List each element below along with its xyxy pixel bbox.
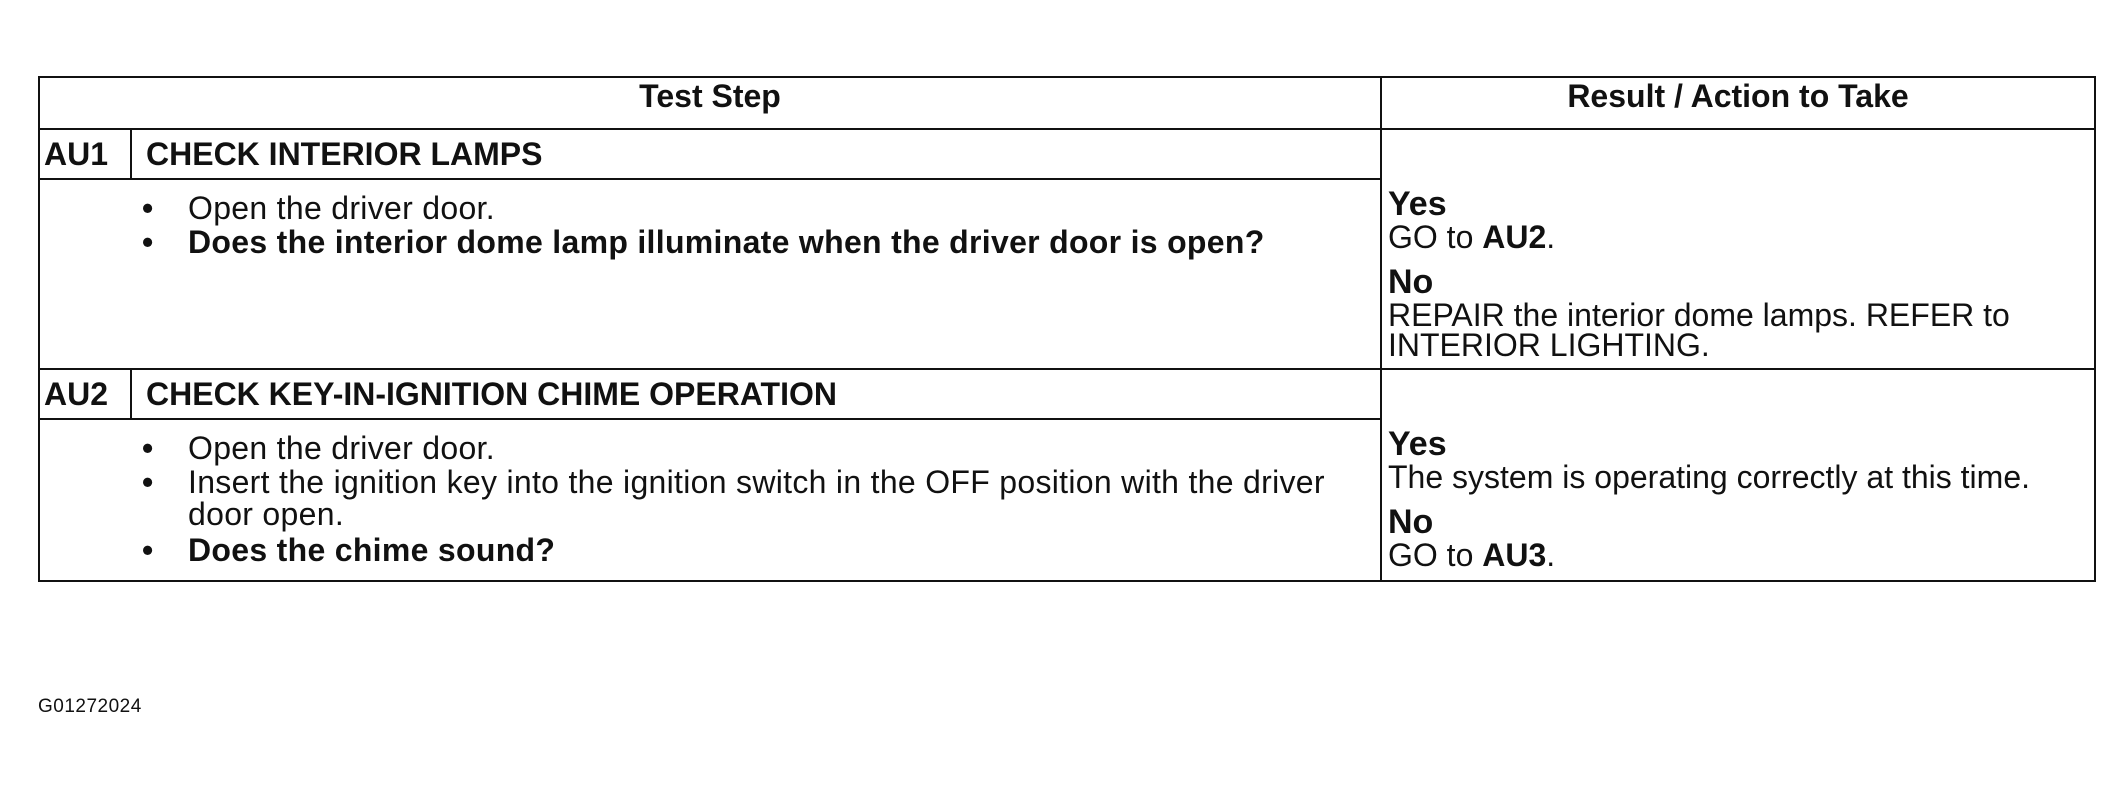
step-title-row-au1: AU1 CHECK INTERIOR LAMPS Yes GO to AU2. … bbox=[38, 128, 2096, 370]
yes-action-au2: The system is operating correctly at thi… bbox=[1388, 459, 2030, 495]
yes-label-au1: Yes bbox=[1388, 185, 1447, 223]
bullet-question: Does the chime sound? bbox=[140, 534, 1340, 566]
step-title-row-au2: AU2 CHECK KEY-IN-IGNITION CHIME OPERATIO… bbox=[38, 368, 2096, 582]
no-action-suffix: . bbox=[1546, 537, 1556, 573]
bullet-question: Does the interior dome lamp illuminate w… bbox=[140, 226, 1340, 258]
no-label-au1: No bbox=[1388, 263, 1434, 301]
yes-label-au2: Yes bbox=[1388, 425, 1447, 463]
yes-action-au1: GO to AU2. bbox=[1388, 219, 2074, 255]
step-bullets-au2: Open the driver door. Insert the ignitio… bbox=[142, 432, 1340, 566]
step-id-au1: AU1 bbox=[38, 128, 132, 180]
yes-block-au2: Yes The system is operating correctly at… bbox=[1388, 425, 2074, 495]
yes-action-text: GO to bbox=[1388, 219, 1483, 255]
step-id-au2: AU2 bbox=[38, 368, 132, 420]
no-label-au2: No bbox=[1388, 503, 1434, 541]
step-body-au2: Open the driver door. Insert the ignitio… bbox=[38, 418, 1382, 582]
table-header-row: Test Step Result / Action to Take bbox=[38, 76, 2096, 130]
step-body-row-au2: Open the driver door. Insert the ignitio… bbox=[38, 418, 2095, 582]
no-action-au2: GO to AU3. bbox=[1388, 537, 2074, 573]
step-bullets-au1: Open the driver door. Does the interior … bbox=[142, 192, 1340, 258]
no-action-text: GO to bbox=[1388, 537, 1483, 573]
figure-id: G01272024 bbox=[38, 696, 142, 717]
yes-block-au1: Yes GO to AU2. bbox=[1388, 185, 2074, 255]
step-reference: AU2 bbox=[1482, 219, 1547, 255]
no-action-au1: REPAIR the interior dome lamps. REFER to… bbox=[1388, 297, 2010, 363]
diagnostic-test-table: Test Step Result / Action to Take AU1 CH… bbox=[38, 76, 2096, 582]
bullet-item: Open the driver door. bbox=[140, 432, 1340, 464]
bullet-item: Insert the ignition key into the ignitio… bbox=[140, 466, 1340, 530]
test-step-header: Test Step bbox=[38, 76, 1382, 130]
step-body-row-au1: Open the driver door. Does the interior … bbox=[38, 178, 2095, 370]
no-block-au1: No REPAIR the interior dome lamps. REFER… bbox=[1388, 263, 2074, 363]
no-block-au2: No GO to AU3. bbox=[1388, 503, 2074, 573]
step-title-au2: CHECK KEY-IN-IGNITION CHIME OPERATION bbox=[130, 368, 1382, 420]
step-title-au1: CHECK INTERIOR LAMPS bbox=[130, 128, 1382, 180]
step-body-au1: Open the driver door. Does the interior … bbox=[38, 178, 1382, 370]
result-action-header: Result / Action to Take bbox=[1380, 76, 2096, 130]
result-cell-au1: Yes GO to AU2. No REPAIR the interior do… bbox=[1380, 128, 2096, 370]
step-reference: AU3 bbox=[1482, 537, 1547, 573]
yes-action-suffix: . bbox=[1546, 219, 1556, 255]
result-cell-au2: Yes The system is operating correctly at… bbox=[1380, 368, 2096, 582]
bullet-item: Open the driver door. bbox=[140, 192, 1340, 224]
